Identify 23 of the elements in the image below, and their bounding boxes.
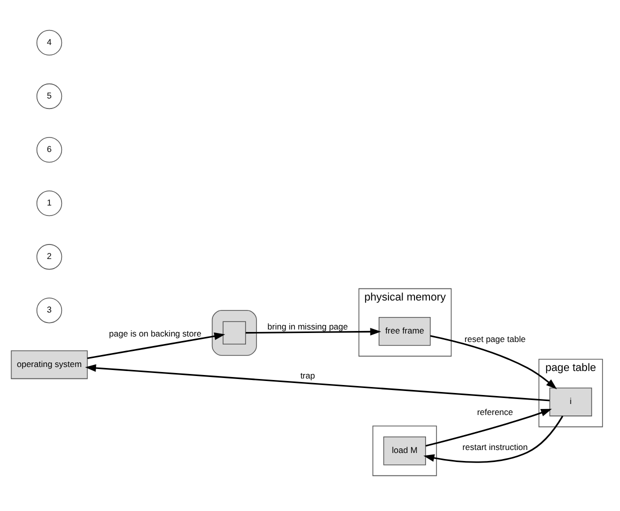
label: 5 bbox=[46, 90, 52, 100]
edge-label: bring in missing page bbox=[267, 321, 348, 332]
label: 3 bbox=[46, 304, 52, 314]
arrow bbox=[425, 408, 552, 446]
label: 1 bbox=[46, 197, 52, 208]
edge-label: reference bbox=[477, 406, 514, 417]
arrow bbox=[87, 332, 226, 359]
arrow bbox=[423, 415, 564, 462]
node-box: free frame bbox=[378, 316, 431, 346]
label: 2 bbox=[46, 250, 52, 261]
arrow bbox=[85, 364, 550, 401]
edge-label: reset page table bbox=[464, 334, 526, 344]
node-box bbox=[222, 320, 246, 344]
arrow bbox=[430, 334, 557, 389]
arrow bbox=[246, 327, 382, 335]
edge-label: page is on backing store bbox=[109, 328, 202, 338]
label: 4 bbox=[46, 36, 52, 46]
node-box: operating system bbox=[10, 350, 88, 379]
edge-label: trap bbox=[300, 370, 316, 380]
label: 6 bbox=[46, 143, 52, 154]
edge-label: restart instruction bbox=[462, 441, 528, 452]
node-box: load M bbox=[383, 436, 426, 465]
node-box: i bbox=[549, 387, 592, 416]
